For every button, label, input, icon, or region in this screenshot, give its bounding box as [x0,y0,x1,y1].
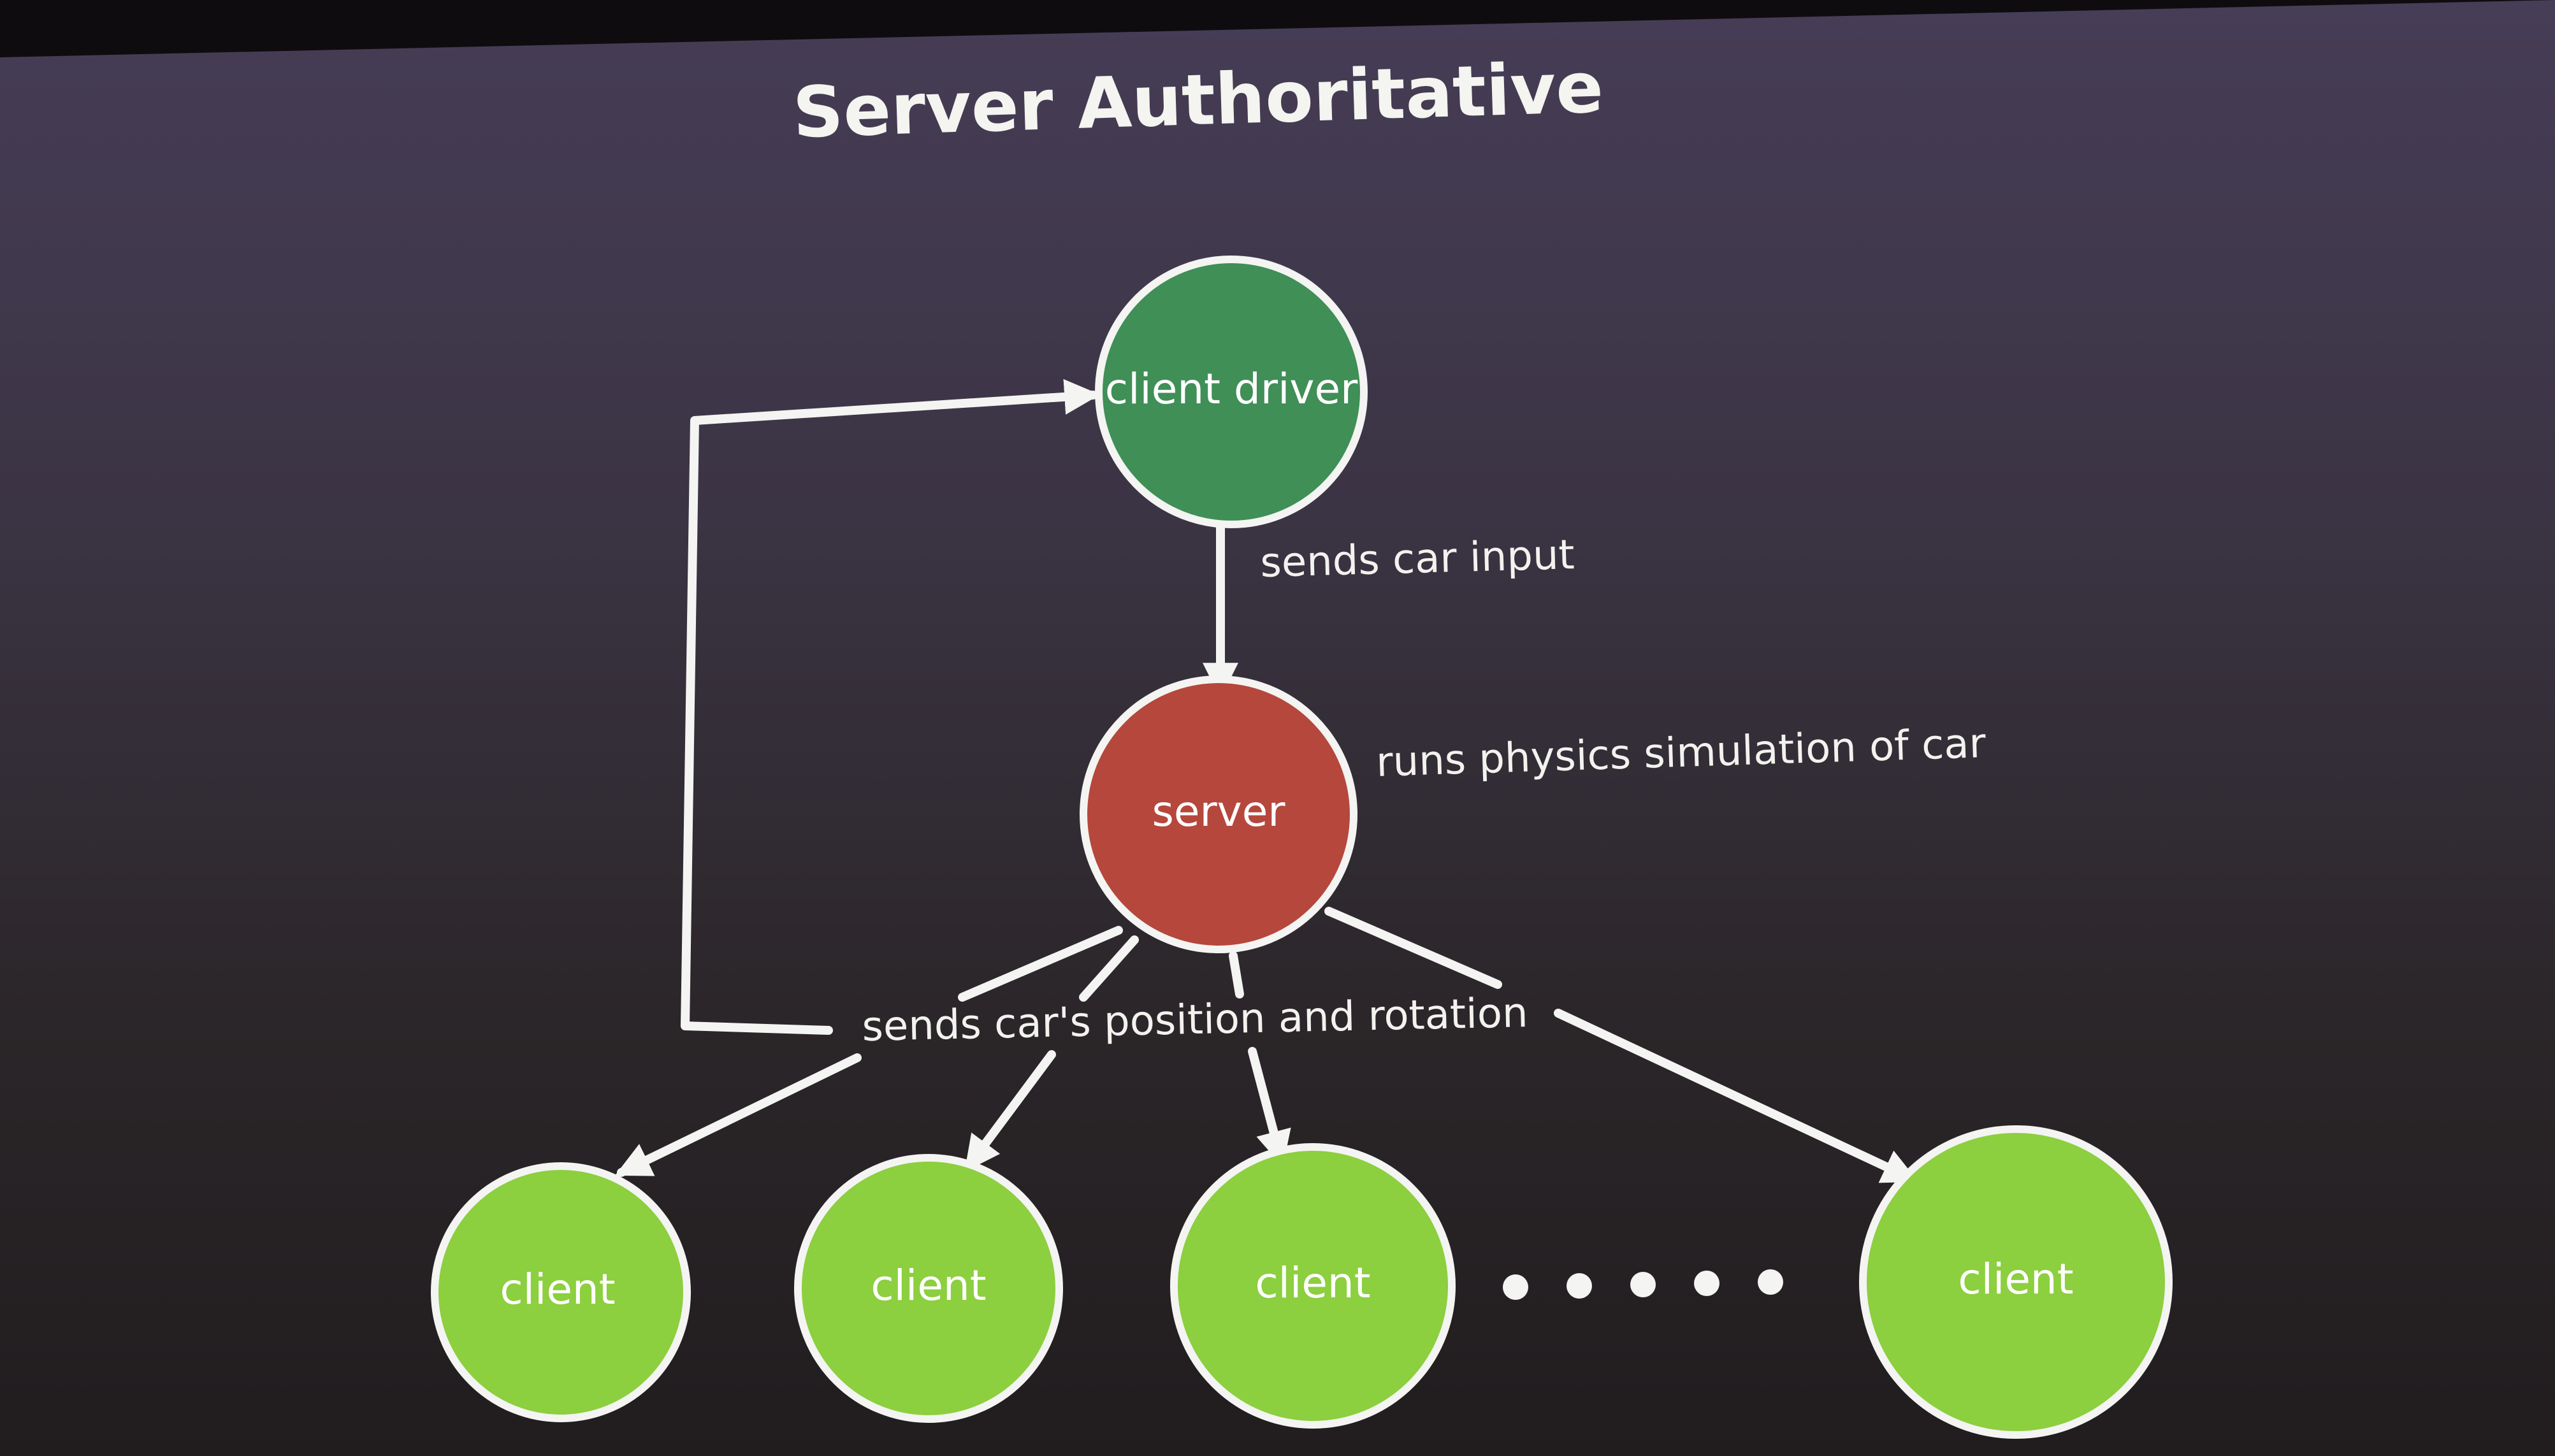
client-node-2: client [794,1154,1063,1423]
server-to-client-1-upper [958,926,1123,1002]
slide-title: Server Authoritative [792,47,1605,154]
server-to-client-1-arrow [614,1053,862,1177]
client-driver-label: client driver [1105,364,1358,414]
client-1-label: client [500,1265,615,1314]
ellipsis-dot [1630,1272,1656,1297]
server-to-client-2-arrow [964,1050,1056,1172]
server-to-client-3-arrow [1248,1047,1291,1167]
client-driver-node: client driver [1095,256,1368,528]
ellipsis-dot [1694,1271,1719,1296]
ellipsis-dot [1503,1274,1528,1300]
ellipsis-dots [1503,1269,1783,1300]
feedback-loop-arrow [681,378,1101,1035]
client-node-1: client [431,1162,691,1422]
server-to-client-4-upper [1324,907,1502,989]
client-node-3: client [1170,1143,1456,1429]
server-to-client-4-arrow [1554,1009,1919,1183]
client-node-4: client [1859,1125,2173,1439]
client-2-label: client [871,1261,986,1310]
physics-simulation-label: runs physics simulation of car [1375,720,1987,786]
client-3-label: client [1255,1258,1370,1308]
sends-car-input-label: sends car input [1259,531,1575,587]
server-to-client-2-upper [1079,935,1139,1002]
ellipsis-dot [1758,1269,1783,1295]
server-to-client-3-upper [1229,951,1244,998]
client-4-label: client [1958,1255,2073,1304]
server-node: server [1080,675,1357,953]
ellipsis-dot [1567,1273,1592,1299]
server-label: server [1152,787,1286,836]
